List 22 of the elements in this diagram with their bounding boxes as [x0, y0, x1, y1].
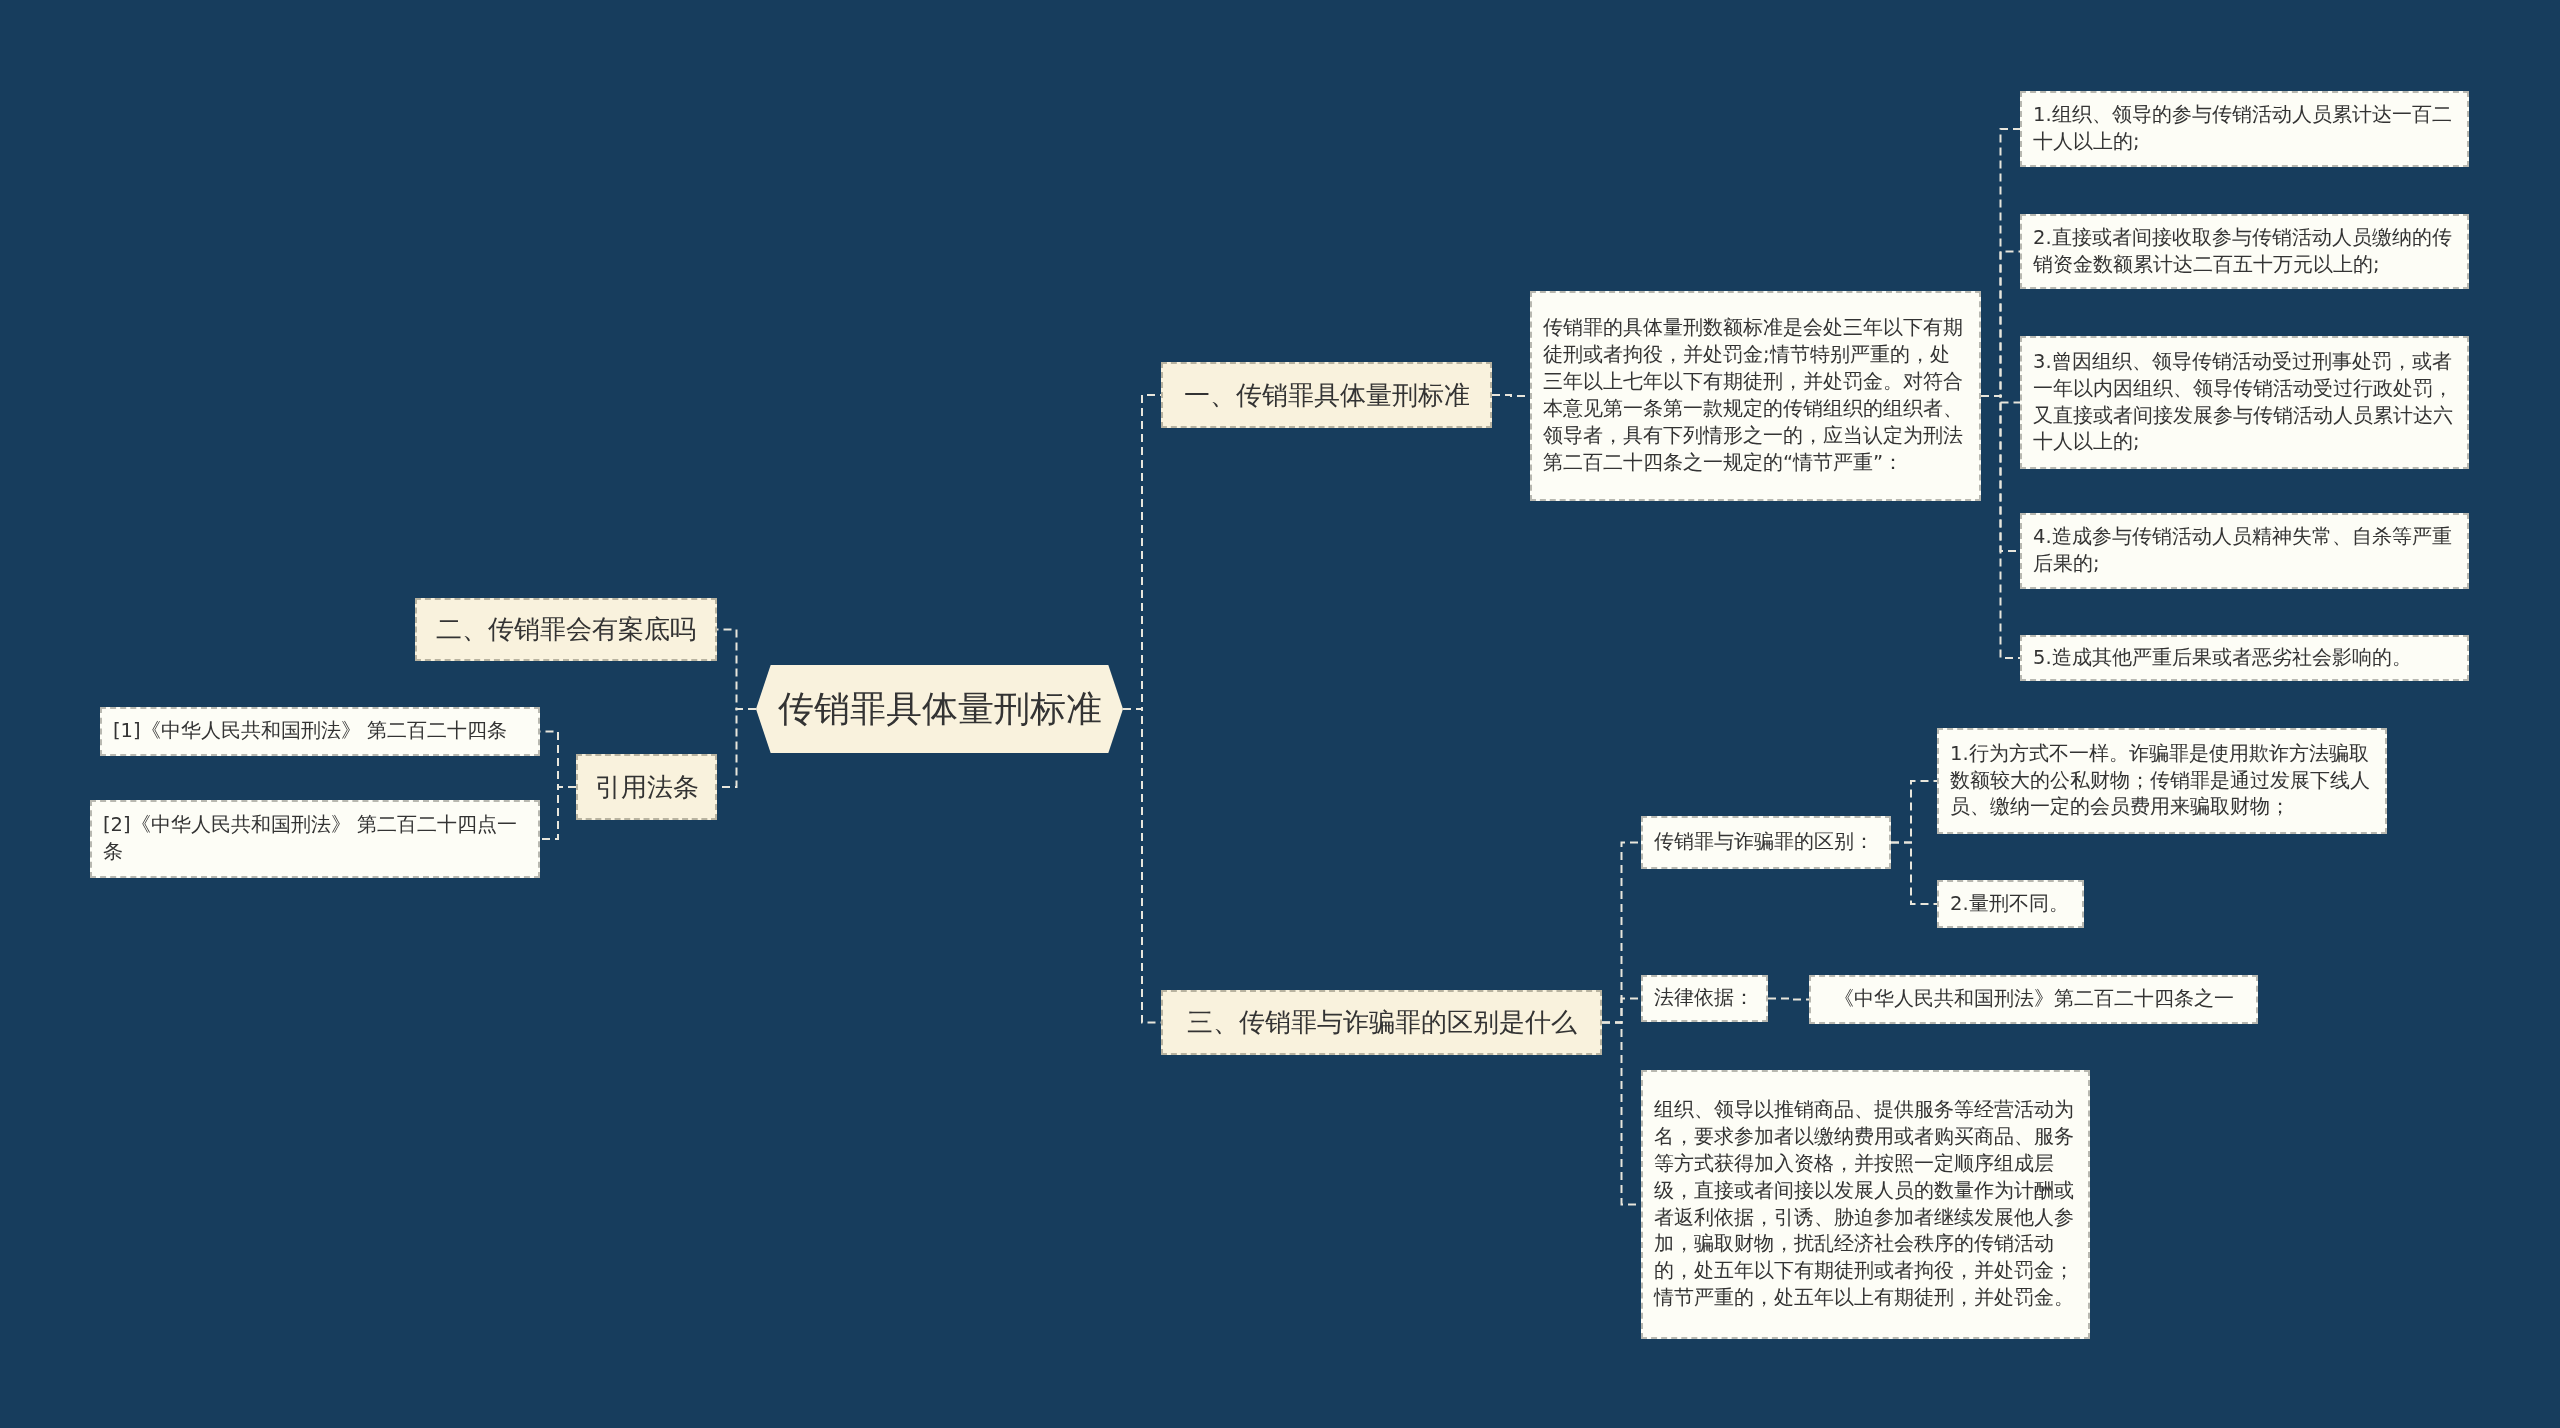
text-box: 传销罪与诈骗罪的区别： [1641, 816, 1891, 869]
text-box: 4.造成参与传销活动人员精神失常、自杀等严重后果的; [2020, 513, 2469, 589]
text-box: [2]《中华人民共和国刑法》 第二百二十四点一条 [90, 800, 540, 878]
text-box: 1.行为方式不一样。诈骗罪是使用欺诈方法骗取数额较大的公私财物；传销罪是通过发展下线人员、缴纳一定的会员费用来骗取财物； [1937, 728, 2387, 834]
text-box: 《中华人民共和国刑法》第二百二十四条之一 [1809, 975, 2258, 1024]
text-box: 组织、领导以推销商品、提供服务等经营活动为名，要求参加者以缴纳费用或者购买商品、服务等方式获得加入资格，并按照一定顺序组成层级，直接或者间接以发展人员的数量作为计酬或者返利依据，引诱、胁迫参加者继续发展他人参加，骗取财物，扰乱经济社会秩序的传销活动的，处五年以下有期徒刑或者拘役，并处罚金；情节严重的，处五年以上有期徒刑，并处罚金。 [1641, 1070, 2090, 1339]
text-box: 5.造成其他严重后果或者恶劣社会影响的。 [2020, 635, 2469, 681]
text-box: 2.直接或者间接收取参与传销活动人员缴纳的传销资金数额累计达二百五十万元以上的; [2020, 214, 2469, 289]
topic-box: 一、传销罪具体量刑标准 [1161, 362, 1492, 428]
topic-box: 二、传销罪会有案底吗 [415, 598, 717, 661]
topic-box: 引用法条 [576, 754, 717, 820]
connector-line [1890, 841, 1938, 905]
text-box: 法律依据： [1641, 975, 1768, 1022]
text-box: 1.组织、领导的参与传销活动人员累计达一百二十人以上的; [2020, 91, 2469, 167]
text-box: [1]《中华人民共和国刑法》 第二百二十四条 [100, 707, 540, 756]
topic-box: 三、传销罪与诈骗罪的区别是什么 [1161, 990, 1602, 1055]
connector-line [539, 786, 577, 840]
connector-line [1980, 395, 2021, 659]
text-box: 2.量刑不同。 [1937, 880, 2084, 928]
text-box: 3.曾因组织、领导传销活动受过刑事处罚，或者一年以内因组织、领导传销活动受过行政处罚，又直接或者间接发展参与传销活动人员累计达六十人以上的; [2020, 336, 2469, 469]
text-box: 传销罪的具体量刑数额标准是会处三年以下有期徒刑或者拘役，并处罚金;情节特别严重的，处三年以上七年以下有期徒刑，并处罚金。对符合本意见第一条第一款规定的传销组织的组织者、领导者，具有下列情形之一的，应当认定为刑法第二百二十四条之一规定的“情节严重”： [1530, 291, 1981, 501]
connector-line [1767, 997, 1810, 1001]
